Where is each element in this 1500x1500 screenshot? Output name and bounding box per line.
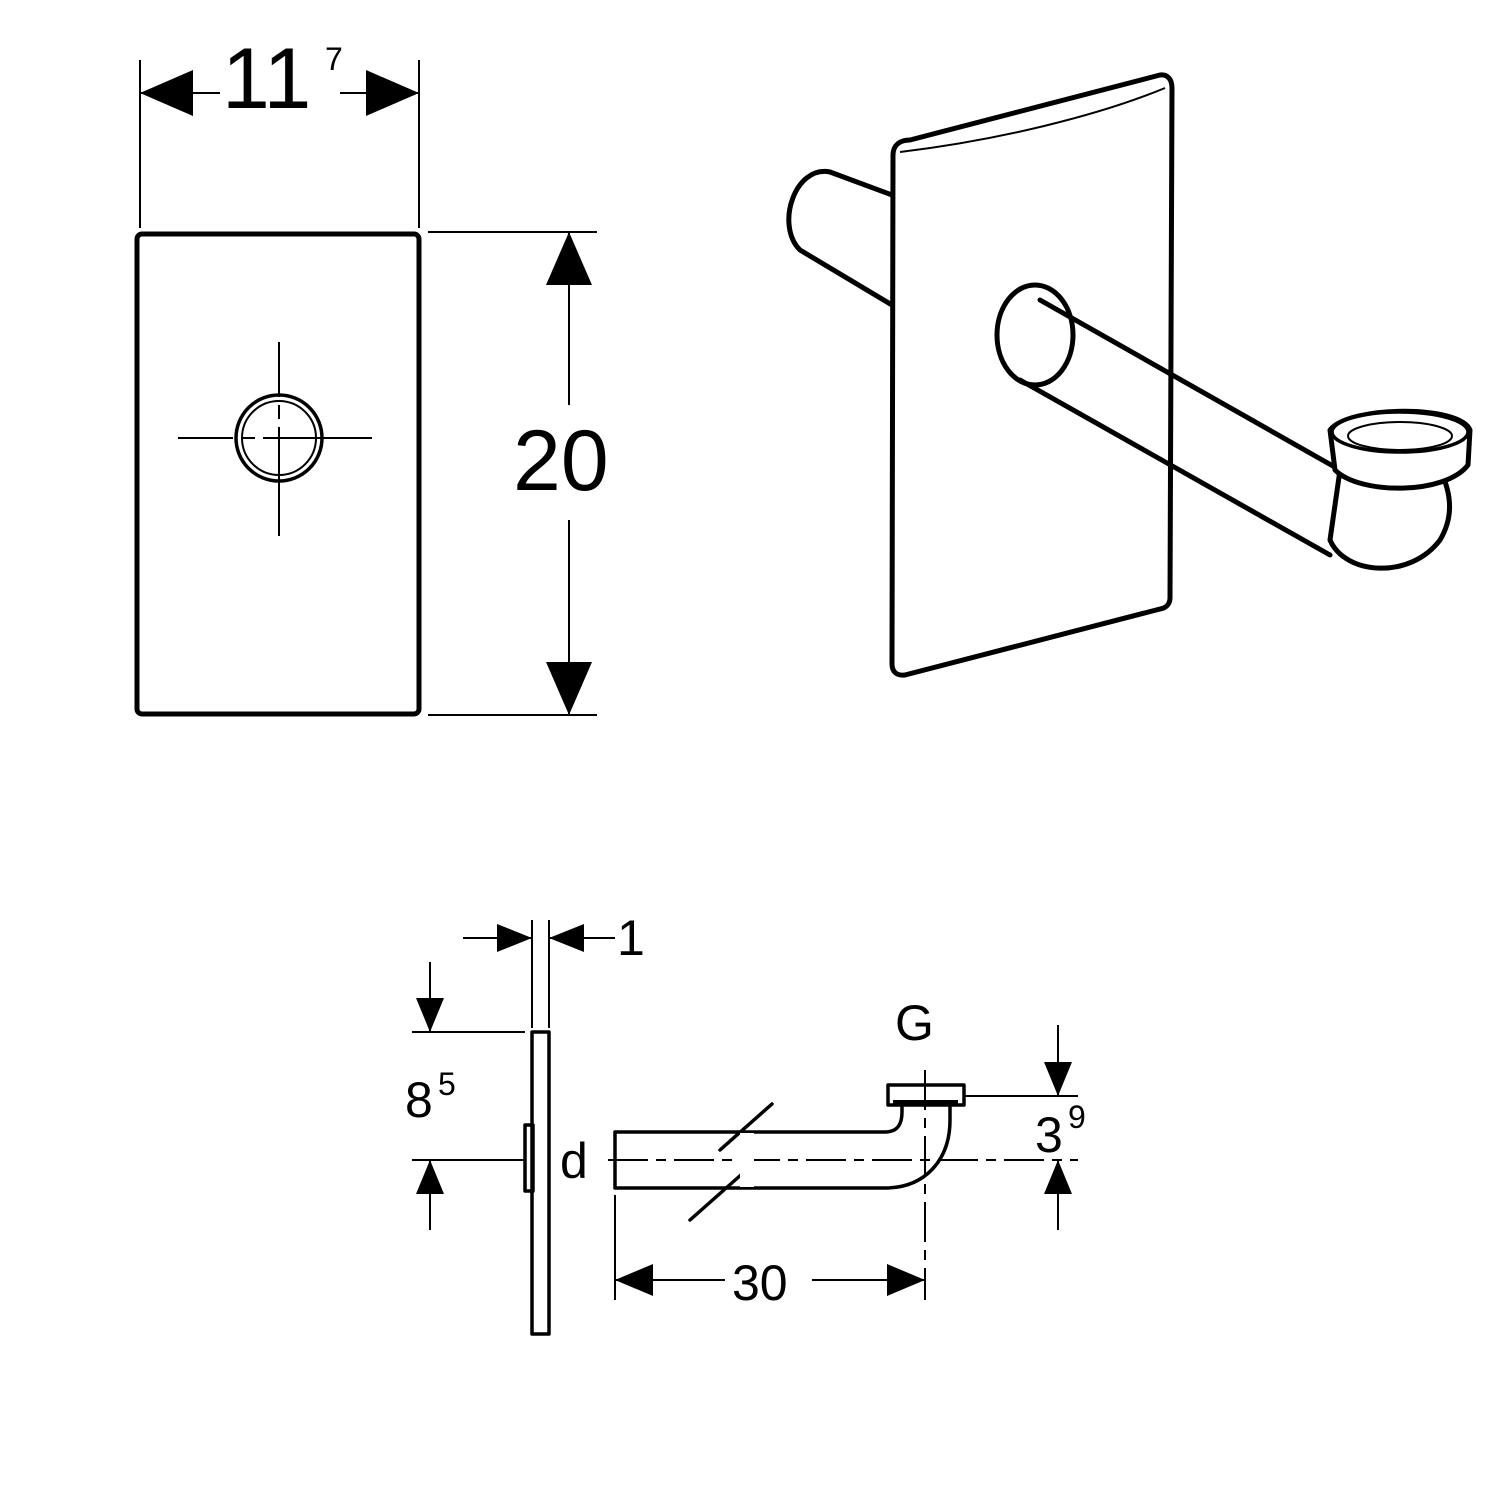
width-dimension: 11 [222, 31, 311, 127]
offset-dimension-sup: 5 [438, 1066, 456, 1102]
diameter-label: d [560, 1133, 588, 1189]
pipe-side [613, 1103, 952, 1190]
height-dimension: 20 [513, 413, 609, 509]
front-view: 11 7 20 [134, 31, 609, 717]
thickness-dimension: 1 [617, 910, 645, 966]
drop-dimension: 3 [1035, 1107, 1063, 1163]
back-pipe [786, 169, 895, 308]
width-dimension-sup: 7 [325, 41, 343, 77]
cover-plate-front [134, 231, 422, 717]
thread-label: G [895, 995, 934, 1051]
side-view: 1 8 5 d G 3 9 30 [405, 910, 1086, 1336]
length-dimension: 30 [732, 1255, 788, 1311]
drop-dimension-sup: 9 [1068, 1099, 1086, 1135]
offset-dimension: 8 [405, 1072, 433, 1128]
outlet-pipe [1017, 297, 1452, 571]
isometric-view [786, 72, 1473, 678]
